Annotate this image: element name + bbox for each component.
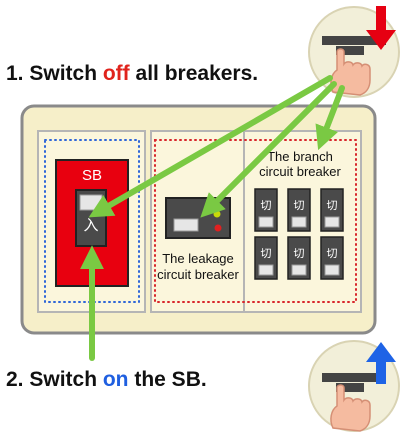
step-1-off-word: off xyxy=(102,62,130,85)
branch-breaker-switch: 切 xyxy=(287,236,311,280)
branch-circuit-breakers: The branch circuit breaker 切切切切切切 xyxy=(254,149,344,280)
step-1-prefix: 1. Switch xyxy=(6,62,103,85)
branch-switch-grid: 切切切切切切 xyxy=(254,188,344,280)
branch-switch-off-mark: 切 xyxy=(327,199,338,212)
step-2-instruction: 2. Switch on the SB. xyxy=(6,368,207,392)
branch-switch-off-mark: 切 xyxy=(261,199,272,212)
branch-switch-off-mark: 切 xyxy=(294,247,305,260)
breakers-dotted-outline xyxy=(154,139,357,303)
branch-switch-off-mark: 切 xyxy=(327,247,338,260)
leakage-breaker-body xyxy=(165,197,231,239)
arrow-to-leakage-breaker xyxy=(200,81,337,218)
leakage-test-indicator xyxy=(213,210,221,218)
sb-dotted-outline xyxy=(44,139,140,303)
hand-pushing-switch-up-icon xyxy=(308,340,400,432)
arrow-to-sb xyxy=(88,75,333,218)
step-2-prefix: 2. Switch xyxy=(6,368,103,391)
branch-breaker-switch: 切 xyxy=(254,188,278,232)
branch-label-line-1: The branch xyxy=(267,149,333,164)
branch-breaker-switch: 切 xyxy=(320,188,344,232)
branch-breaker-switch: 切 xyxy=(320,236,344,280)
instruction-arrows xyxy=(80,75,345,361)
sb-switch-on-mark: 入 xyxy=(83,216,98,234)
step-1-instruction: 1. Switch off all breakers. xyxy=(6,62,258,86)
step-2-on-word: on xyxy=(102,368,129,391)
step-2-suffix: the SB. xyxy=(128,368,207,391)
leakage-circuit-breaker: The leakage circuit breaker xyxy=(157,197,239,282)
leakage-label-line-1: The leakage xyxy=(162,251,234,266)
sb-switch-lever xyxy=(79,194,103,211)
branch-breaker-switch: 切 xyxy=(254,236,278,280)
hand-pressing-switch-down-icon xyxy=(308,6,400,98)
leakage-alarm-indicator xyxy=(214,224,222,232)
branch-label-line-2: circuit breaker xyxy=(259,164,341,179)
leakage-label-line-2: circuit breaker xyxy=(157,267,239,282)
sb-label: SB xyxy=(82,167,102,184)
arrow-to-branch-breakers xyxy=(315,85,345,151)
leakage-breaker-lever xyxy=(173,218,199,232)
step-1-suffix: all breakers. xyxy=(129,62,259,85)
branch-switch-off-mark: 切 xyxy=(261,247,272,260)
branch-breaker-switch: 切 xyxy=(287,188,311,232)
branch-switch-off-mark: 切 xyxy=(294,199,305,212)
